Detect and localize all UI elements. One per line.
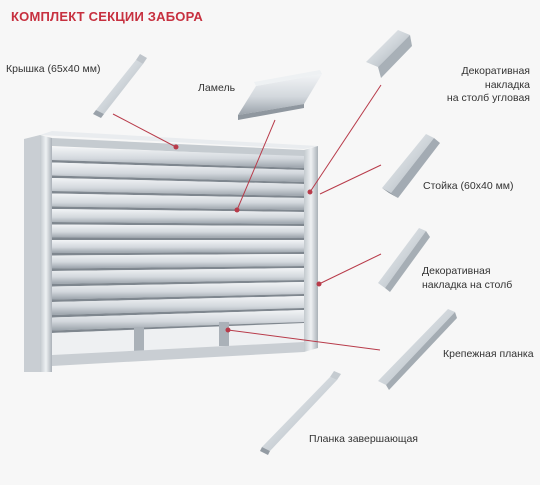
slat-shadow bbox=[52, 266, 304, 271]
slat-shadow bbox=[52, 175, 304, 184]
post-overlay-part bbox=[378, 228, 430, 292]
leader-mount-strip bbox=[227, 329, 381, 351]
slat bbox=[52, 254, 304, 269]
right-post bbox=[304, 146, 318, 352]
lamel-part bbox=[238, 70, 322, 120]
leader-post bbox=[319, 164, 382, 195]
corner-overlay-part bbox=[366, 30, 412, 78]
slat-shadow bbox=[52, 206, 304, 212]
top-cap-rail bbox=[40, 131, 318, 149]
slat bbox=[52, 310, 304, 331]
leader-lamel bbox=[236, 119, 276, 211]
dot-cap bbox=[173, 144, 179, 150]
label-corner-overlay-line2: накладка bbox=[484, 78, 530, 91]
label-lamel: Ламель bbox=[198, 82, 236, 94]
finish-strip-part bbox=[260, 371, 341, 455]
support-bracket-left bbox=[134, 327, 144, 353]
slat bbox=[52, 282, 304, 300]
dot-lamel bbox=[234, 207, 240, 213]
post-part bbox=[382, 134, 440, 198]
slat-shadow bbox=[52, 222, 304, 226]
cap-part bbox=[93, 54, 147, 118]
label-corner-overlay: Декоративная накладка на столб угловая bbox=[447, 65, 530, 106]
label-finish-strip: Планка завершающая bbox=[309, 433, 418, 445]
leader-dots bbox=[173, 144, 322, 333]
slat-shadow bbox=[52, 322, 304, 333]
left-post-face bbox=[40, 135, 52, 372]
slats bbox=[52, 147, 304, 333]
slat bbox=[52, 178, 304, 196]
label-corner-overlay-line3: на столб угловая bbox=[446, 92, 530, 104]
mount-strip-part bbox=[378, 309, 457, 390]
label-post: Стойка (60х40 мм) bbox=[423, 180, 514, 192]
page-title: КОМПЛЕКТ СЕКЦИИ ЗАБОРА bbox=[11, 9, 203, 24]
slat bbox=[52, 224, 304, 238]
slat bbox=[52, 268, 304, 284]
slat-shadow bbox=[52, 294, 304, 302]
leader-lines bbox=[112, 84, 382, 351]
slat-shadow bbox=[52, 280, 304, 287]
label-post-overlay: Декоративная накладка на столб bbox=[422, 265, 512, 292]
slat bbox=[52, 193, 304, 210]
label-mount-strip: Крепежная планка bbox=[443, 348, 534, 360]
slat-shadow bbox=[52, 252, 304, 256]
label-cap: Крышка (65х40 мм) bbox=[6, 63, 101, 75]
slat-shadow bbox=[52, 237, 304, 240]
dot-post-overlay bbox=[316, 281, 322, 287]
dot-corner-overlay bbox=[307, 189, 313, 195]
fence-section bbox=[24, 131, 318, 372]
label-post-overlay-line2: накладка на столб bbox=[422, 278, 513, 291]
label-post-overlay-line1: Декоративная bbox=[422, 265, 491, 277]
slat bbox=[52, 240, 304, 253]
slat-shadow bbox=[52, 191, 304, 198]
dot-mount-strip bbox=[225, 327, 231, 333]
slat bbox=[52, 209, 304, 224]
slat bbox=[52, 296, 304, 315]
leader-cap bbox=[112, 113, 177, 148]
leader-corner-overlay bbox=[309, 84, 382, 193]
leader-post-overlay bbox=[318, 253, 382, 285]
slat bbox=[52, 147, 304, 168]
label-corner-overlay-line1: Декоративная bbox=[461, 65, 530, 77]
left-post bbox=[24, 135, 40, 372]
slat-shadow bbox=[52, 160, 304, 170]
slat-shadow bbox=[52, 308, 304, 318]
bottom-rail bbox=[52, 342, 304, 366]
support-bracket-right bbox=[219, 322, 229, 346]
